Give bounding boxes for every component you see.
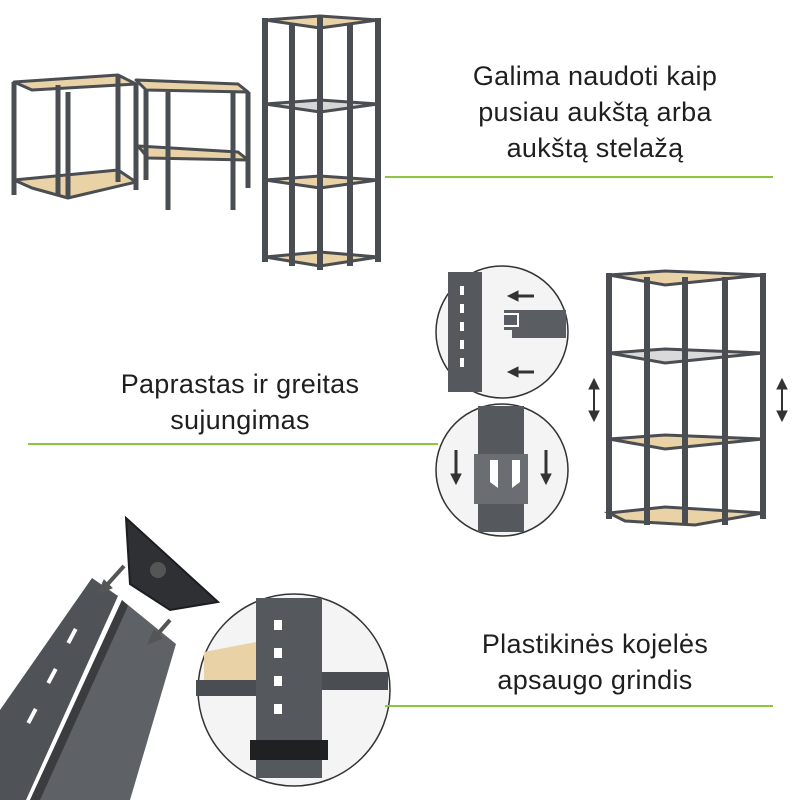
feet-caption-line-2: apsaugo grindis	[497, 665, 693, 695]
usage-caption-line-1: Galima naudoti kaip	[472, 61, 718, 91]
feet-caption: Plastikinės kojelės apsaugo grindis	[400, 626, 790, 698]
feature-panel-usage: Galima naudoti kaip pusiau aukštą arba a…	[0, 0, 800, 270]
usage-caption: Galima naudoti kaip pusiau aukštą arba a…	[400, 58, 790, 166]
assembly-caption: Paprastas ir greitas sujungimas	[85, 366, 395, 438]
usage-divider-line	[385, 176, 773, 178]
assembly-caption-line-2: sujungimas	[170, 405, 310, 435]
feature-panel-feet: Plastikinės kojelės apsaugo grindis	[0, 510, 800, 800]
feet-caption-line-1: Plastikinės kojelės	[481, 629, 709, 659]
beam-hook-detail-circle	[435, 265, 569, 399]
feature-panel-assembly: Paprastas ir greitas sujungimas	[0, 262, 800, 542]
usage-caption-line-3: aukštą stelažą	[506, 133, 684, 163]
feet-divider-line	[385, 705, 773, 707]
connector-slide-detail-circle	[435, 403, 569, 537]
assembly-divider-line	[28, 443, 438, 445]
foot-closeup-detail-circle	[196, 593, 391, 787]
assembly-caption-line-1: Paprastas ir greitas	[120, 369, 360, 399]
plastic-foot-illustration	[0, 515, 221, 800]
usage-caption-line-2: pusiau aukštą arba	[478, 97, 712, 127]
adjustable-shelf-illustration	[588, 269, 788, 527]
tall-shelving-unit-illustration	[262, 14, 381, 270]
low-shelving-units-illustration	[11, 73, 251, 210]
